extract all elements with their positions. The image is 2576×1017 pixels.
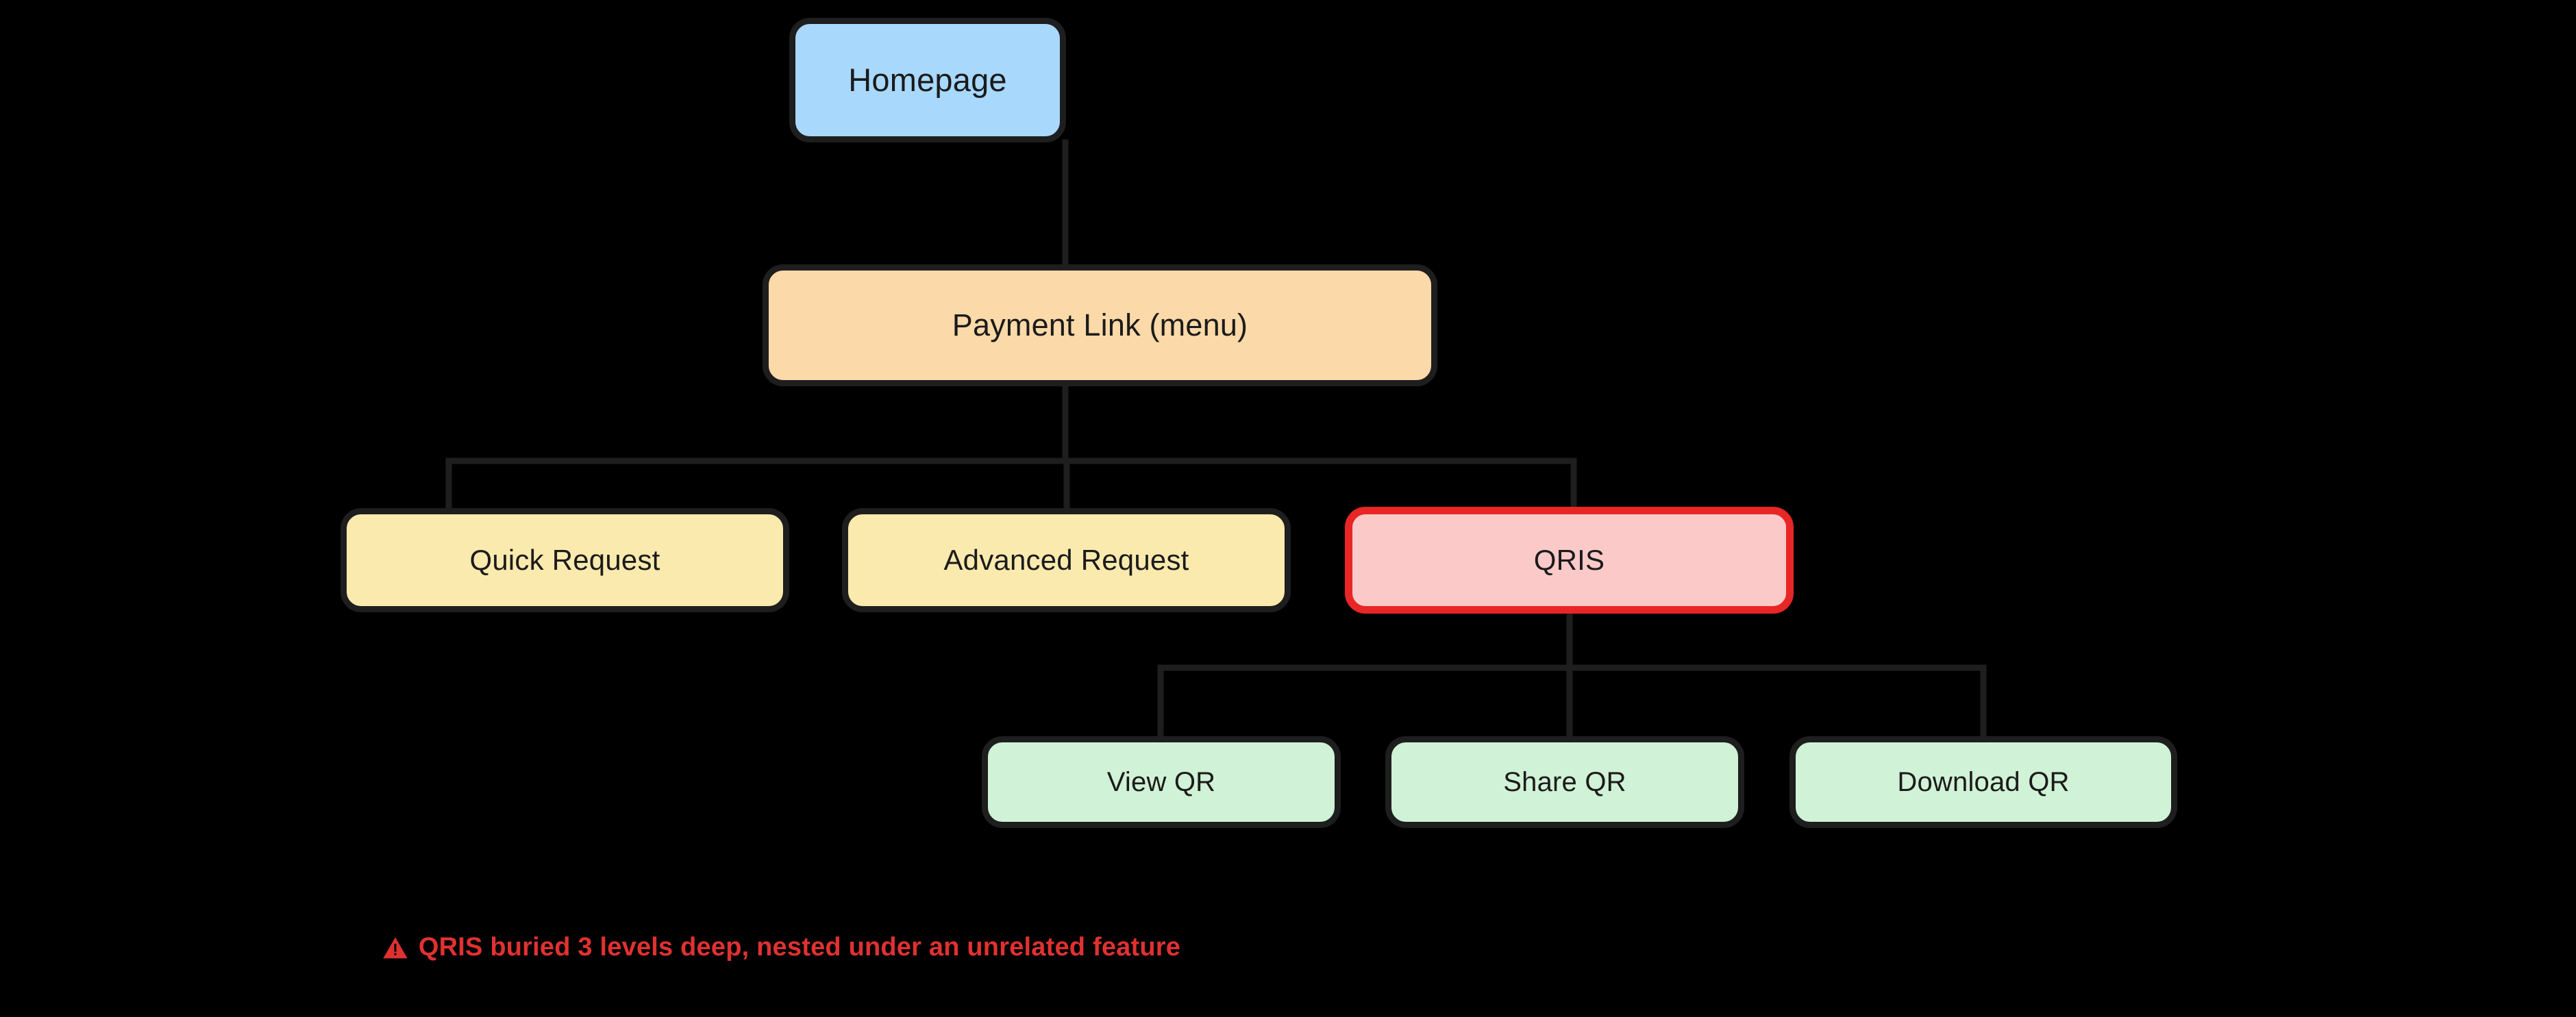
node-quick-request-label: Quick Request — [469, 543, 660, 576]
node-qris[interactable]: QRIS — [1345, 507, 1794, 614]
node-quick-request[interactable]: Quick Request — [340, 508, 789, 612]
node-payment-link-label: Payment Link (menu) — [952, 307, 1248, 343]
node-advanced-request[interactable]: Advanced Request — [842, 508, 1291, 612]
node-qris-label: QRIS — [1533, 543, 1605, 576]
warning-triangle-icon — [383, 937, 408, 958]
node-share-qr-label: Share QR — [1503, 767, 1626, 797]
warning-caption-text: QRIS buried 3 levels deep, nested under … — [418, 933, 1181, 962]
node-advanced-request-label: Advanced Request — [943, 543, 1189, 576]
node-payment-link[interactable]: Payment Link (menu) — [763, 264, 1437, 386]
warning-caption: QRIS buried 3 levels deep, nested under … — [0, 933, 1562, 962]
node-share-qr[interactable]: Share QR — [1385, 736, 1744, 828]
node-view-qr-label: View QR — [1106, 767, 1216, 797]
node-homepage-label: Homepage — [848, 61, 1007, 98]
node-download-qr[interactable]: Download QR — [1789, 736, 2177, 828]
node-download-qr-label: Download QR — [1897, 767, 2070, 797]
node-view-qr[interactable]: View QR — [982, 736, 1341, 828]
node-homepage[interactable]: Homepage — [789, 18, 1066, 142]
